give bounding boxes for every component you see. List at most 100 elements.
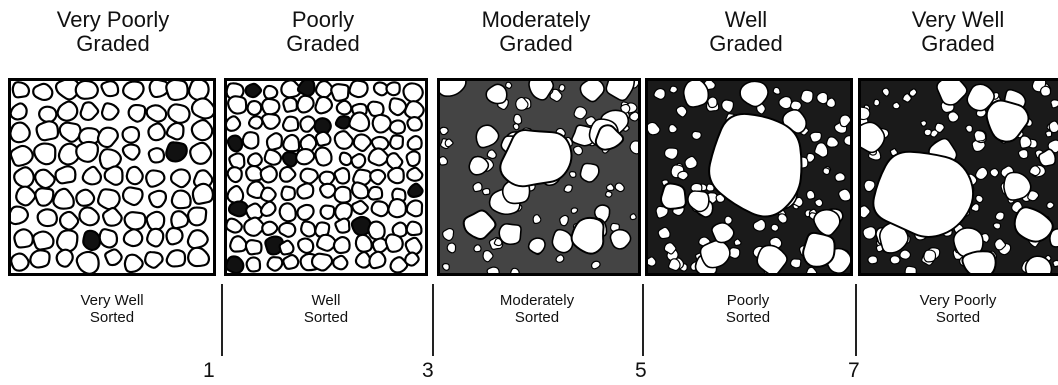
grain <box>102 81 119 96</box>
grain <box>368 222 384 240</box>
label-line: Graded <box>13 32 213 56</box>
grain <box>356 252 370 268</box>
grain <box>372 201 389 216</box>
grain <box>630 214 636 220</box>
label-line: Very Poorly <box>13 8 213 32</box>
grain <box>312 254 332 271</box>
grain <box>57 230 77 251</box>
grain <box>123 127 139 143</box>
grain <box>388 168 404 183</box>
grain <box>352 182 368 198</box>
grain <box>265 150 281 165</box>
grain <box>352 201 368 214</box>
scale-divider <box>642 284 644 356</box>
grain <box>227 116 240 131</box>
grain <box>190 143 211 164</box>
grain <box>700 241 729 268</box>
grain <box>990 169 998 177</box>
grain <box>469 157 488 175</box>
grain <box>77 252 99 273</box>
grain <box>83 231 100 250</box>
grain <box>1030 166 1040 176</box>
grain <box>105 249 121 265</box>
grain <box>974 131 985 142</box>
grain <box>533 215 541 224</box>
grain <box>993 223 1000 229</box>
label-line: Well <box>646 8 846 32</box>
scale-number: 1 <box>203 359 215 383</box>
grain <box>123 82 143 100</box>
sorted-label-very-poorly: Very Poorly Sorted <box>858 292 1058 326</box>
label-line: Graded <box>646 32 846 56</box>
label-line: Sorted <box>648 309 848 326</box>
grain <box>301 222 315 237</box>
grain <box>296 149 314 164</box>
grain <box>189 81 209 100</box>
graded-label-very-well: Very Well Graded <box>858 8 1058 56</box>
sorted-label-moderately: Moderately Sorted <box>437 292 637 326</box>
sorted-label-poorly: Poorly Sorted <box>648 292 848 326</box>
grain <box>246 166 262 181</box>
grain <box>60 212 78 230</box>
grain <box>807 190 815 199</box>
grain <box>229 202 248 217</box>
grain <box>227 256 243 273</box>
grain <box>103 208 122 226</box>
grain <box>661 184 686 209</box>
grain <box>692 131 701 139</box>
grain <box>340 153 352 165</box>
grain <box>559 85 565 92</box>
grain <box>166 142 186 161</box>
grain <box>654 89 665 100</box>
graded-label-moderately: Moderately Graded <box>436 8 636 56</box>
grain <box>890 256 900 264</box>
grain <box>335 219 349 233</box>
grain <box>900 250 911 259</box>
grain <box>386 82 399 95</box>
grain <box>352 154 366 168</box>
grain <box>1041 86 1051 96</box>
grain <box>167 123 183 140</box>
grain-panel-1 <box>8 78 216 276</box>
scale-divider <box>855 284 857 356</box>
grain <box>298 239 313 253</box>
grain <box>301 169 318 184</box>
grain-panel-3 <box>437 78 641 276</box>
grain-panel-2 <box>224 78 428 276</box>
grain <box>244 218 264 236</box>
grain <box>844 136 850 146</box>
grain <box>297 183 313 198</box>
grain <box>105 166 123 184</box>
grain <box>665 148 678 159</box>
grain <box>407 168 422 181</box>
grain <box>35 188 53 205</box>
grain <box>261 188 276 202</box>
grain <box>803 233 835 267</box>
label-line: Moderately <box>437 292 637 309</box>
grain <box>335 187 351 203</box>
grain <box>33 232 53 250</box>
grain <box>606 191 612 197</box>
grain <box>369 148 389 165</box>
grain <box>228 96 246 113</box>
grain <box>76 81 98 99</box>
graded-label-well: Well Graded <box>646 8 846 56</box>
label-line: Very Well <box>12 292 212 309</box>
grain <box>779 97 792 109</box>
grain <box>607 184 614 190</box>
grain <box>35 170 55 188</box>
grain <box>33 84 52 100</box>
grain <box>246 84 261 97</box>
grain <box>405 253 419 266</box>
grain <box>684 81 709 107</box>
grain <box>13 82 29 97</box>
grain <box>552 230 572 253</box>
scale-divider <box>221 284 223 356</box>
grain <box>511 268 519 273</box>
grain <box>315 97 331 113</box>
grain <box>712 223 734 243</box>
grain <box>373 115 391 133</box>
grain <box>408 184 422 197</box>
grain <box>390 120 405 133</box>
grain <box>98 189 120 209</box>
